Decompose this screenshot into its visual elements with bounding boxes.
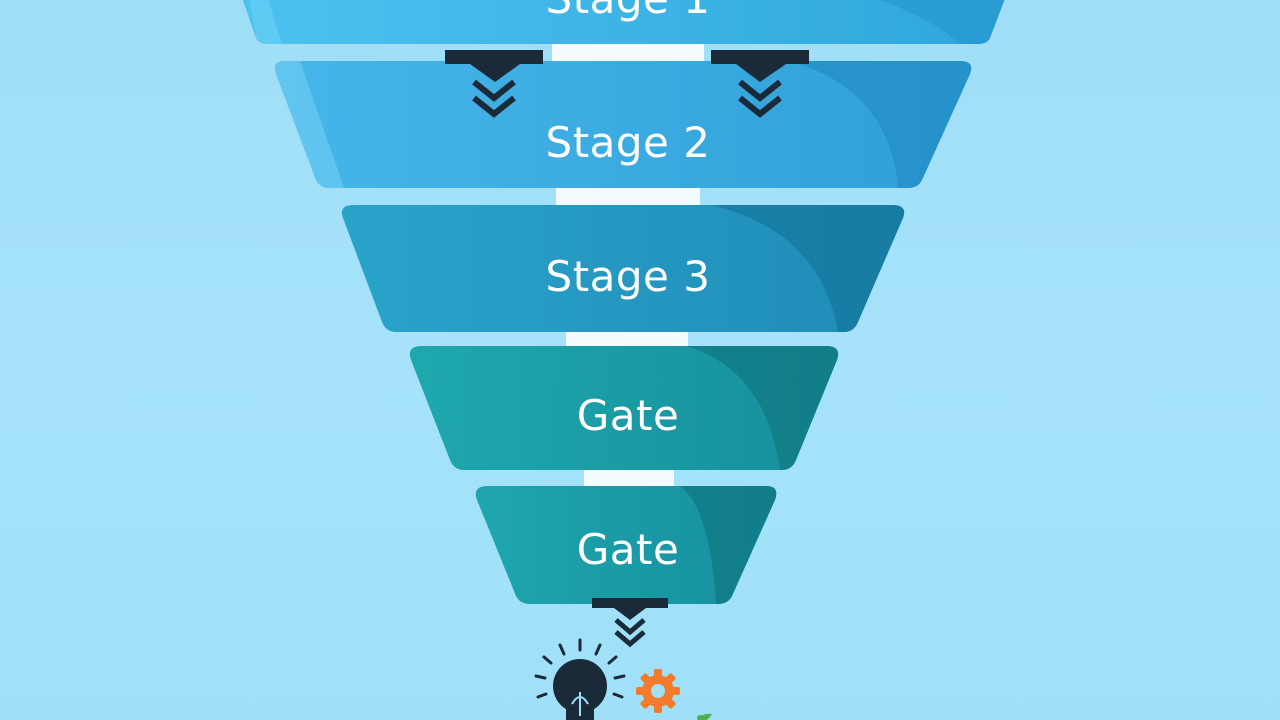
lightbulb-icon xyxy=(534,638,626,720)
stage-1-label: Stage 1 xyxy=(428,0,828,24)
connector-bar xyxy=(552,42,704,62)
chevron-down-icon xyxy=(711,50,809,118)
connector-bar xyxy=(566,330,688,348)
chevron-down-icon xyxy=(445,50,543,118)
stage-2-label: Stage 2 xyxy=(545,118,711,167)
stage-3-label: Stage 3 xyxy=(545,252,711,301)
gate-2-label: Gate xyxy=(576,525,680,574)
leaf-icon xyxy=(697,713,712,720)
gate-1-label: Gate xyxy=(576,391,680,440)
gear-icon xyxy=(636,669,680,713)
gate-2-band xyxy=(475,486,777,604)
gate-1-band xyxy=(409,346,839,470)
stage-2-band xyxy=(274,61,972,188)
stage-1-band xyxy=(242,0,1005,44)
chevron-down-icon xyxy=(592,598,668,648)
connector-bar xyxy=(556,186,700,206)
stage-3-band xyxy=(341,205,905,332)
connector-bar xyxy=(584,466,674,486)
